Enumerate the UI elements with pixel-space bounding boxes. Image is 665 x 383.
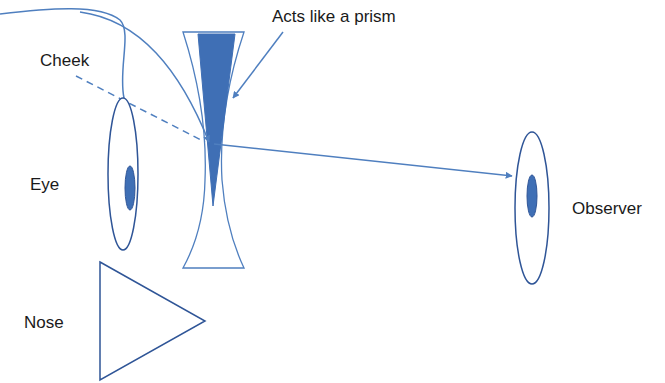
eye-outline: [108, 98, 138, 250]
cheek-contour: [0, 9, 125, 98]
apparent-ray: [76, 76, 205, 142]
eye-pupil: [125, 166, 135, 210]
lens-outline: [183, 32, 244, 268]
part-label: Eye: [30, 176, 59, 195]
prism-wedge: [198, 34, 235, 206]
callout-label: Acts like a prism: [272, 8, 396, 27]
part-label: Observer: [572, 200, 642, 219]
observer-eye-outline: [515, 132, 549, 284]
part-label: Nose: [24, 314, 64, 333]
outgoing-ray: [214, 144, 512, 176]
part-label: Cheek: [40, 52, 89, 71]
observer-pupil: [527, 175, 537, 217]
incoming-ray: [80, 12, 209, 142]
nose-triangle: [100, 262, 205, 380]
leader-arrow: [233, 32, 283, 98]
